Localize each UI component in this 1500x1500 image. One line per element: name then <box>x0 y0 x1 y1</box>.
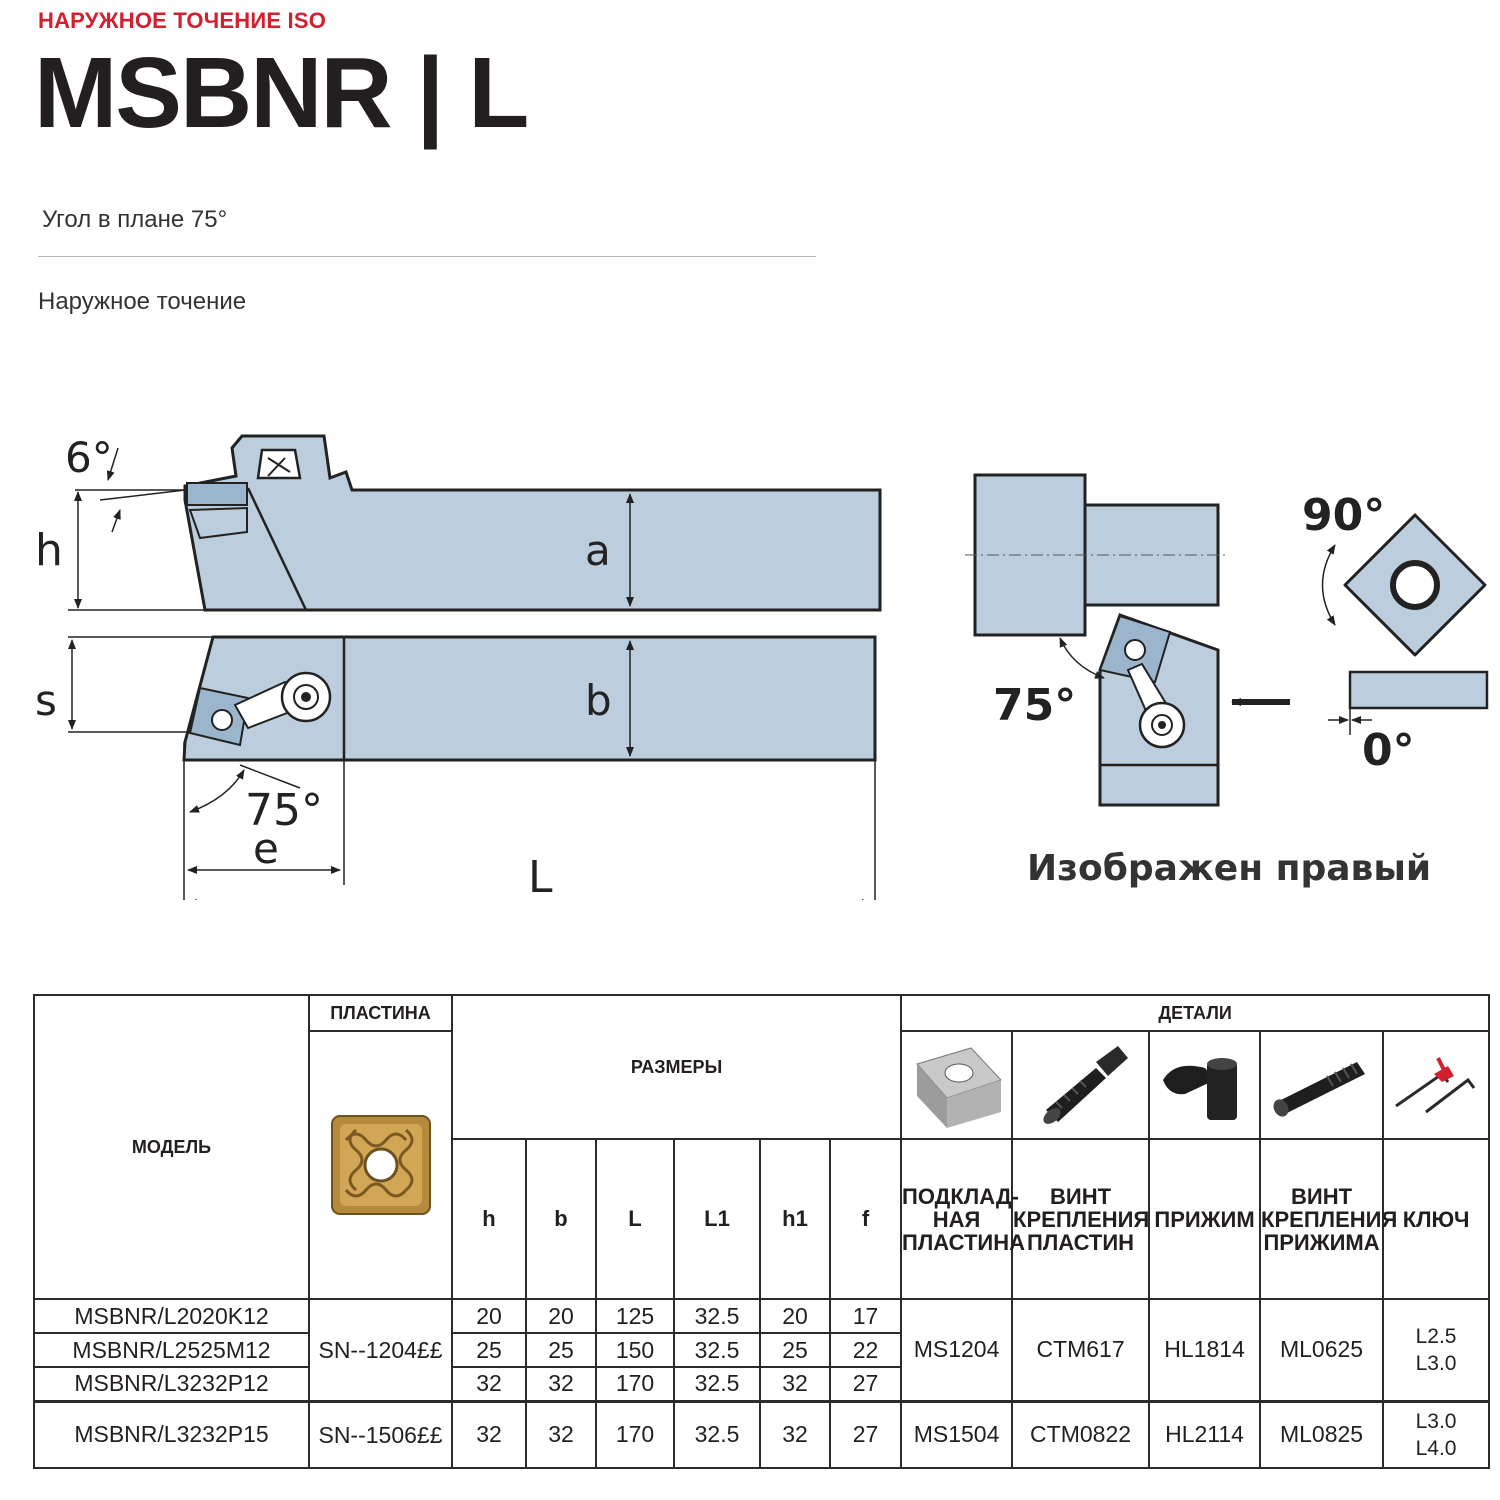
angle-75-front-label: 75° <box>993 680 1076 731</box>
cell-L: 170 <box>595 1366 675 1402</box>
cell-h1: 20 <box>759 1298 831 1334</box>
col-h1: h1 <box>759 1138 831 1300</box>
col-b: b <box>525 1138 597 1300</box>
insert-cell: SN--1204££ <box>308 1298 453 1402</box>
insert-screw-icon <box>1042 1046 1128 1124</box>
e-label: e <box>253 824 279 873</box>
table-row-model: MSBNR/L2020K12 <box>33 1298 310 1334</box>
clamp-screw-icon <box>1273 1062 1365 1117</box>
cell-f: 17 <box>828 1298 903 1334</box>
col-h: h <box>451 1138 527 1300</box>
key-cell: L3.0 L4.0 <box>1382 1399 1491 1469</box>
clamp-screw-cell: ML0625 <box>1259 1298 1385 1402</box>
cell-h: 32 <box>451 1399 527 1469</box>
clamp-cell: HL1814 <box>1148 1298 1262 1402</box>
cell-L1: 32.5 <box>673 1399 761 1469</box>
catalog-category: НАРУЖНОЕ ТОЧЕНИЕ ISO <box>38 8 327 33</box>
page-title: MSBNR | L <box>34 37 529 149</box>
screw-icon-cell <box>1011 1030 1151 1140</box>
cell-L: 125 <box>595 1298 675 1334</box>
shim-icon-cell <box>900 1030 1014 1140</box>
clamp-screw-icon-cell <box>1259 1030 1385 1140</box>
cell-f: 27 <box>828 1366 903 1402</box>
cell-b: 32 <box>525 1399 597 1469</box>
col-insert-screw: ВИНТ КРЕПЛЕНИЯ ПЛАСТИН <box>1011 1138 1151 1300</box>
model-header: МОДЕЛЬ <box>33 994 310 1300</box>
holder-front-view <box>965 473 1225 807</box>
a-label: a <box>585 526 611 575</box>
table-row-model: MSBNR/L2525M12 <box>33 1332 310 1368</box>
screw-cell: CTM617 <box>1011 1298 1151 1402</box>
spec-table: МОДЕЛЬ ПЛАСТИНА РАЗМЕРЫ ДЕТАЛИ <box>33 994 1491 1469</box>
cell-h: 25 <box>451 1332 527 1368</box>
col-clamp-screw: ВИНТ КРЕПЛЕНИЯ ПРИЖИМА <box>1259 1138 1397 1300</box>
key-cell: L2.5 L3.0 <box>1382 1298 1491 1402</box>
cell-b: 25 <box>525 1332 597 1368</box>
cell-L: 150 <box>595 1332 675 1368</box>
cell-h1: 32 <box>759 1366 831 1402</box>
drawing-caption: Изображен правый <box>1027 848 1431 889</box>
col-key: КЛЮЧ <box>1382 1138 1491 1300</box>
key-icon-cell <box>1382 1030 1491 1140</box>
col-L1: L1 <box>673 1138 761 1300</box>
shim-cell: MS1204 <box>900 1298 1014 1402</box>
angle-6-label: 6° <box>65 433 113 482</box>
table-row-model: MSBNR/L3232P12 <box>33 1366 310 1402</box>
cell-h1: 25 <box>759 1332 831 1368</box>
cell-f: 22 <box>828 1332 903 1368</box>
col-clamp: ПРИЖИМ <box>1148 1138 1262 1300</box>
cell-b: 32 <box>525 1366 597 1402</box>
b-label: b <box>585 676 612 725</box>
angle-75-side-label: 75° <box>245 785 323 836</box>
insert-header: ПЛАСТИНА <box>308 994 453 1032</box>
table-row-model: MSBNR/L3232P15 <box>33 1399 310 1469</box>
clamp-cell: HL2114 <box>1148 1399 1262 1469</box>
h-label: h <box>35 525 63 576</box>
angle-90-label: 90° <box>1302 490 1385 541</box>
col-f: f <box>828 1138 903 1300</box>
parts-header: ДЕТАЛИ <box>900 994 1491 1032</box>
cell-L: 170 <box>595 1399 675 1469</box>
col-shim: ПОДКЛАД-НАЯ ПЛАСТИНА <box>900 1138 1025 1300</box>
insert-cell: SN--1506££ <box>308 1399 453 1469</box>
divider <box>38 256 816 257</box>
dimensions-header: РАЗМЕРЫ <box>450 994 903 1140</box>
insert-image-cell <box>308 1030 453 1300</box>
technical-drawing: h 6° a s b 75° e L <box>35 433 1489 900</box>
holder-top-view <box>182 635 877 762</box>
cell-b: 20 <box>525 1298 597 1334</box>
cell-L1: 32.5 <box>673 1332 761 1368</box>
cell-h1: 32 <box>759 1399 831 1469</box>
cell-h: 20 <box>451 1298 527 1334</box>
s-label: s <box>35 676 57 725</box>
angle-0-label: 0° <box>1362 725 1415 776</box>
holder-side-view <box>183 434 882 612</box>
insert-icon <box>330 1115 431 1215</box>
shim-cell: MS1504 <box>900 1399 1014 1469</box>
screw-cell: CTM0822 <box>1011 1399 1151 1469</box>
key-icon <box>1395 1057 1476 1114</box>
cell-L1: 32.5 <box>673 1366 761 1402</box>
clamp-screw-cell: ML0825 <box>1259 1399 1385 1469</box>
clamp-icon-cell <box>1148 1030 1262 1140</box>
cell-f: 27 <box>828 1399 903 1469</box>
cell-L1: 32.5 <box>673 1298 761 1334</box>
approach-angle-text: Угол в плане 75° <box>42 206 228 233</box>
L-label: L <box>528 852 553 900</box>
shim-plate-icon <box>915 1047 1002 1128</box>
operation-text: Наружное точение <box>38 288 247 315</box>
clamp-icon <box>1162 1058 1237 1120</box>
insert-detail <box>1343 513 1489 710</box>
col-L: L <box>595 1138 675 1300</box>
cell-h: 32 <box>451 1366 527 1402</box>
